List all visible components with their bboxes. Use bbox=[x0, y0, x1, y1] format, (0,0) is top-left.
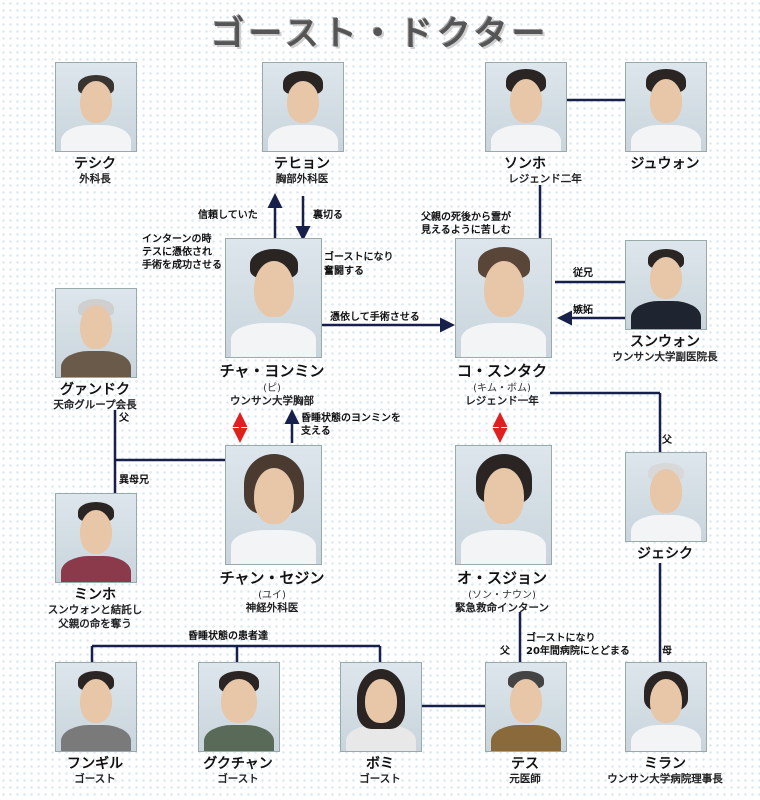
rel-intern-2: テスに憑依され bbox=[142, 247, 212, 258]
role-fungiru: ゴースト bbox=[74, 773, 116, 785]
name-miran: ミラン bbox=[644, 756, 686, 772]
role-sunon: ウンサン大学副医院長 bbox=[612, 351, 718, 363]
role-sejin: 神経外科医 bbox=[245, 602, 299, 614]
rel-coma-1: 昏睡状態のヨンミンを bbox=[301, 413, 401, 424]
photo-tehyon bbox=[262, 62, 344, 152]
photo-sujon bbox=[455, 445, 552, 565]
actor-sejin: (ユイ) bbox=[258, 590, 286, 601]
role-guandoku: 天命グループ会長 bbox=[53, 399, 137, 411]
name-sunon: スンウォン bbox=[630, 334, 700, 350]
name-sejin: チャン・セジン bbox=[219, 569, 325, 587]
photo-teshiku bbox=[55, 62, 137, 152]
role-yonmin: ウンサン大学胸部 bbox=[230, 395, 314, 407]
name-suntaku: コ・スンタク bbox=[456, 362, 548, 380]
name-fungiru: フンギル bbox=[66, 756, 124, 772]
name-sonho: ソンホ bbox=[504, 156, 546, 172]
rel-intern-1: インターンの時 bbox=[142, 234, 212, 245]
name-bomi: ボミ bbox=[366, 756, 394, 772]
name-tesu: テス bbox=[511, 756, 539, 772]
rel-mother: 母 bbox=[662, 646, 672, 657]
rel-father-death-2: 見えるように苦しむ bbox=[421, 225, 511, 236]
rel-father-jeshiku: 父 bbox=[662, 435, 672, 446]
rel-father-guandoku: 父 bbox=[119, 413, 129, 424]
name-guandoku: グァンドク bbox=[60, 382, 130, 398]
role-miran: ウンサン大学病院理事長 bbox=[607, 773, 723, 785]
rel-betray: 裏切る bbox=[313, 210, 343, 221]
rel-tesu-1: ゴーストになり bbox=[526, 633, 596, 644]
rel-intern-3: 手術を成功させる bbox=[142, 260, 222, 271]
photo-fungiru bbox=[55, 662, 137, 752]
name-juon: ジュウォン bbox=[630, 156, 700, 172]
role-tesu: 元医師 bbox=[509, 773, 541, 785]
role-minho: スンウォンと結託し bbox=[47, 604, 143, 616]
role-sonho: レジェンド二年 bbox=[508, 173, 582, 185]
name-sujon: オ・スジョン bbox=[456, 569, 548, 587]
role-sujon: 緊急救命インターン bbox=[455, 602, 549, 614]
name-yonmin: チャ・ヨンミン bbox=[219, 362, 325, 380]
actor-sujon: (ソン・ナウン) bbox=[468, 590, 536, 601]
rel-patients: 昏睡状態の患者達 bbox=[188, 631, 268, 642]
photo-sonho bbox=[485, 62, 567, 152]
rel-half-brother: 異母兄 bbox=[119, 475, 149, 486]
name-teshiku: テシク bbox=[74, 156, 116, 172]
name-minho: ミンホ bbox=[74, 587, 116, 603]
diagram-title: ゴースト・ドクター bbox=[210, 14, 550, 54]
rel-tesu-2: 20年間病院にとどまる bbox=[526, 646, 630, 657]
photo-sunon bbox=[625, 240, 707, 330]
name-jeshiku: ジェシク bbox=[637, 546, 693, 562]
photo-bomi bbox=[340, 662, 422, 752]
photo-sejin bbox=[225, 445, 322, 565]
role-suntaku: レジェンド一年 bbox=[465, 395, 539, 407]
actor-yonmin: (ピ) bbox=[263, 383, 281, 394]
rel-father-tesu: 父 bbox=[500, 646, 510, 657]
actor-suntaku: (キム・ボム) bbox=[473, 383, 531, 394]
photo-tesu bbox=[485, 662, 567, 752]
role-teshiku: 外科長 bbox=[79, 173, 111, 185]
rel-coma-2: 支える bbox=[301, 426, 331, 437]
photo-yonmin bbox=[225, 238, 322, 358]
rel-possess: 憑依して手術させる bbox=[330, 312, 420, 323]
name-tehyon: テヒョン bbox=[274, 156, 330, 172]
photo-jeshiku bbox=[625, 452, 707, 542]
photo-juon bbox=[625, 62, 707, 152]
rel-envy: 嫉妬 bbox=[573, 305, 593, 316]
role-bomi: ゴースト bbox=[359, 773, 401, 785]
photo-guandoku bbox=[55, 288, 137, 378]
rel-ghost-1: ゴーストになり bbox=[324, 252, 394, 263]
rel-ghost-2: 奮闘する bbox=[324, 266, 364, 277]
photo-miran bbox=[625, 662, 707, 752]
rel-cousin: 従兄 bbox=[573, 268, 593, 279]
name-gukuchan: グクチャン bbox=[203, 756, 273, 772]
role-tehyon: 胸部外科医 bbox=[275, 173, 329, 185]
photo-gukuchan bbox=[198, 662, 280, 752]
photo-minho bbox=[55, 493, 137, 583]
photo-suntaku bbox=[455, 238, 552, 358]
rel-father-death-1: 父親の死後から霊が bbox=[421, 212, 511, 223]
role-minho-2: 父親の命を奪う bbox=[58, 618, 132, 630]
rel-trust: 信頼していた bbox=[198, 210, 258, 221]
role-gukuchan: ゴースト bbox=[217, 773, 259, 785]
